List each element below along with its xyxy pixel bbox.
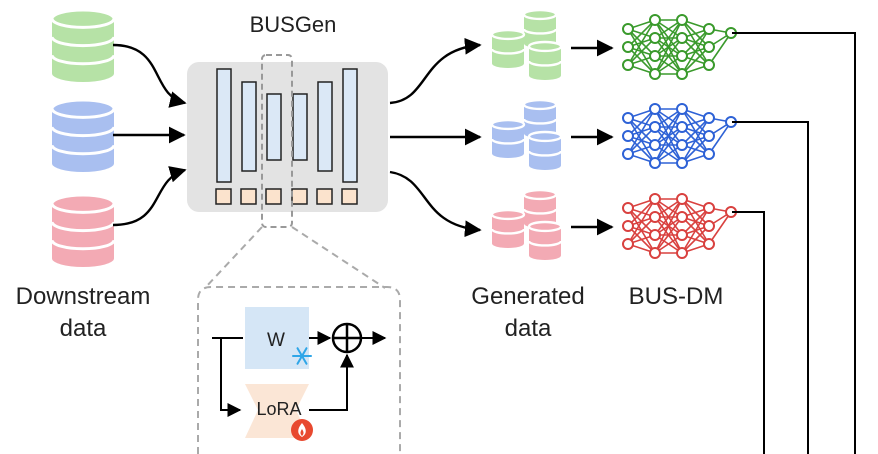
token-box-5 [316,188,333,205]
neural-network-red-icon [622,193,737,259]
arrow-busgen-to-red [389,170,482,238]
zoom-line-right [291,226,386,289]
generated-label-line2: data [505,315,552,342]
output-line-green [732,32,856,454]
busgen-title: BUSGen [250,12,337,37]
downstream-db-red-icon [50,193,116,267]
generated-db-group-red-icon [490,188,563,260]
lora-detail-panel: W LoRA [197,286,401,454]
token-box-4 [291,188,308,205]
output-line-blue [732,121,809,454]
adder-plus-circle-icon [331,322,363,354]
encoder-bar-6 [342,68,358,183]
downstream-label-line2: data [60,315,107,342]
encoder-bar-1 [216,68,232,183]
neural-network-green-icon [622,14,737,80]
busgen-block [187,54,388,228]
generated-db-group-green-icon [490,8,563,80]
snowflake-icon [292,347,312,365]
output-line-red [732,211,765,454]
downstream-label-line1: Downstream [16,283,151,310]
token-box-6 [341,188,358,205]
arrow-green-to-busgen [112,43,187,108]
encoder-bar-2 [241,81,257,172]
neural-network-blue-icon [622,103,737,169]
encoder-bar-4 [292,93,308,161]
busdm-label: BUS-DM [629,283,724,310]
generated-label-line1: Generated [471,283,584,310]
token-box-1 [215,188,232,205]
w-label: W [267,330,285,351]
downstream-db-blue-icon [50,98,116,173]
encoder-bar-3 [266,93,282,161]
arrow-busgen-to-green [389,37,482,105]
downstream-db-green-icon [50,8,116,82]
w-box [245,307,309,369]
flame-icon [291,419,313,441]
generated-db-group-blue-icon [490,98,563,171]
zoom-line-left [204,226,263,289]
arrow-red-to-busgen [112,166,187,227]
token-box-2 [240,188,257,205]
encoder-bar-5 [317,81,333,172]
token-box-3 [265,188,282,205]
lora-label: LoRA [256,399,301,419]
zoom-highlight [261,54,293,228]
